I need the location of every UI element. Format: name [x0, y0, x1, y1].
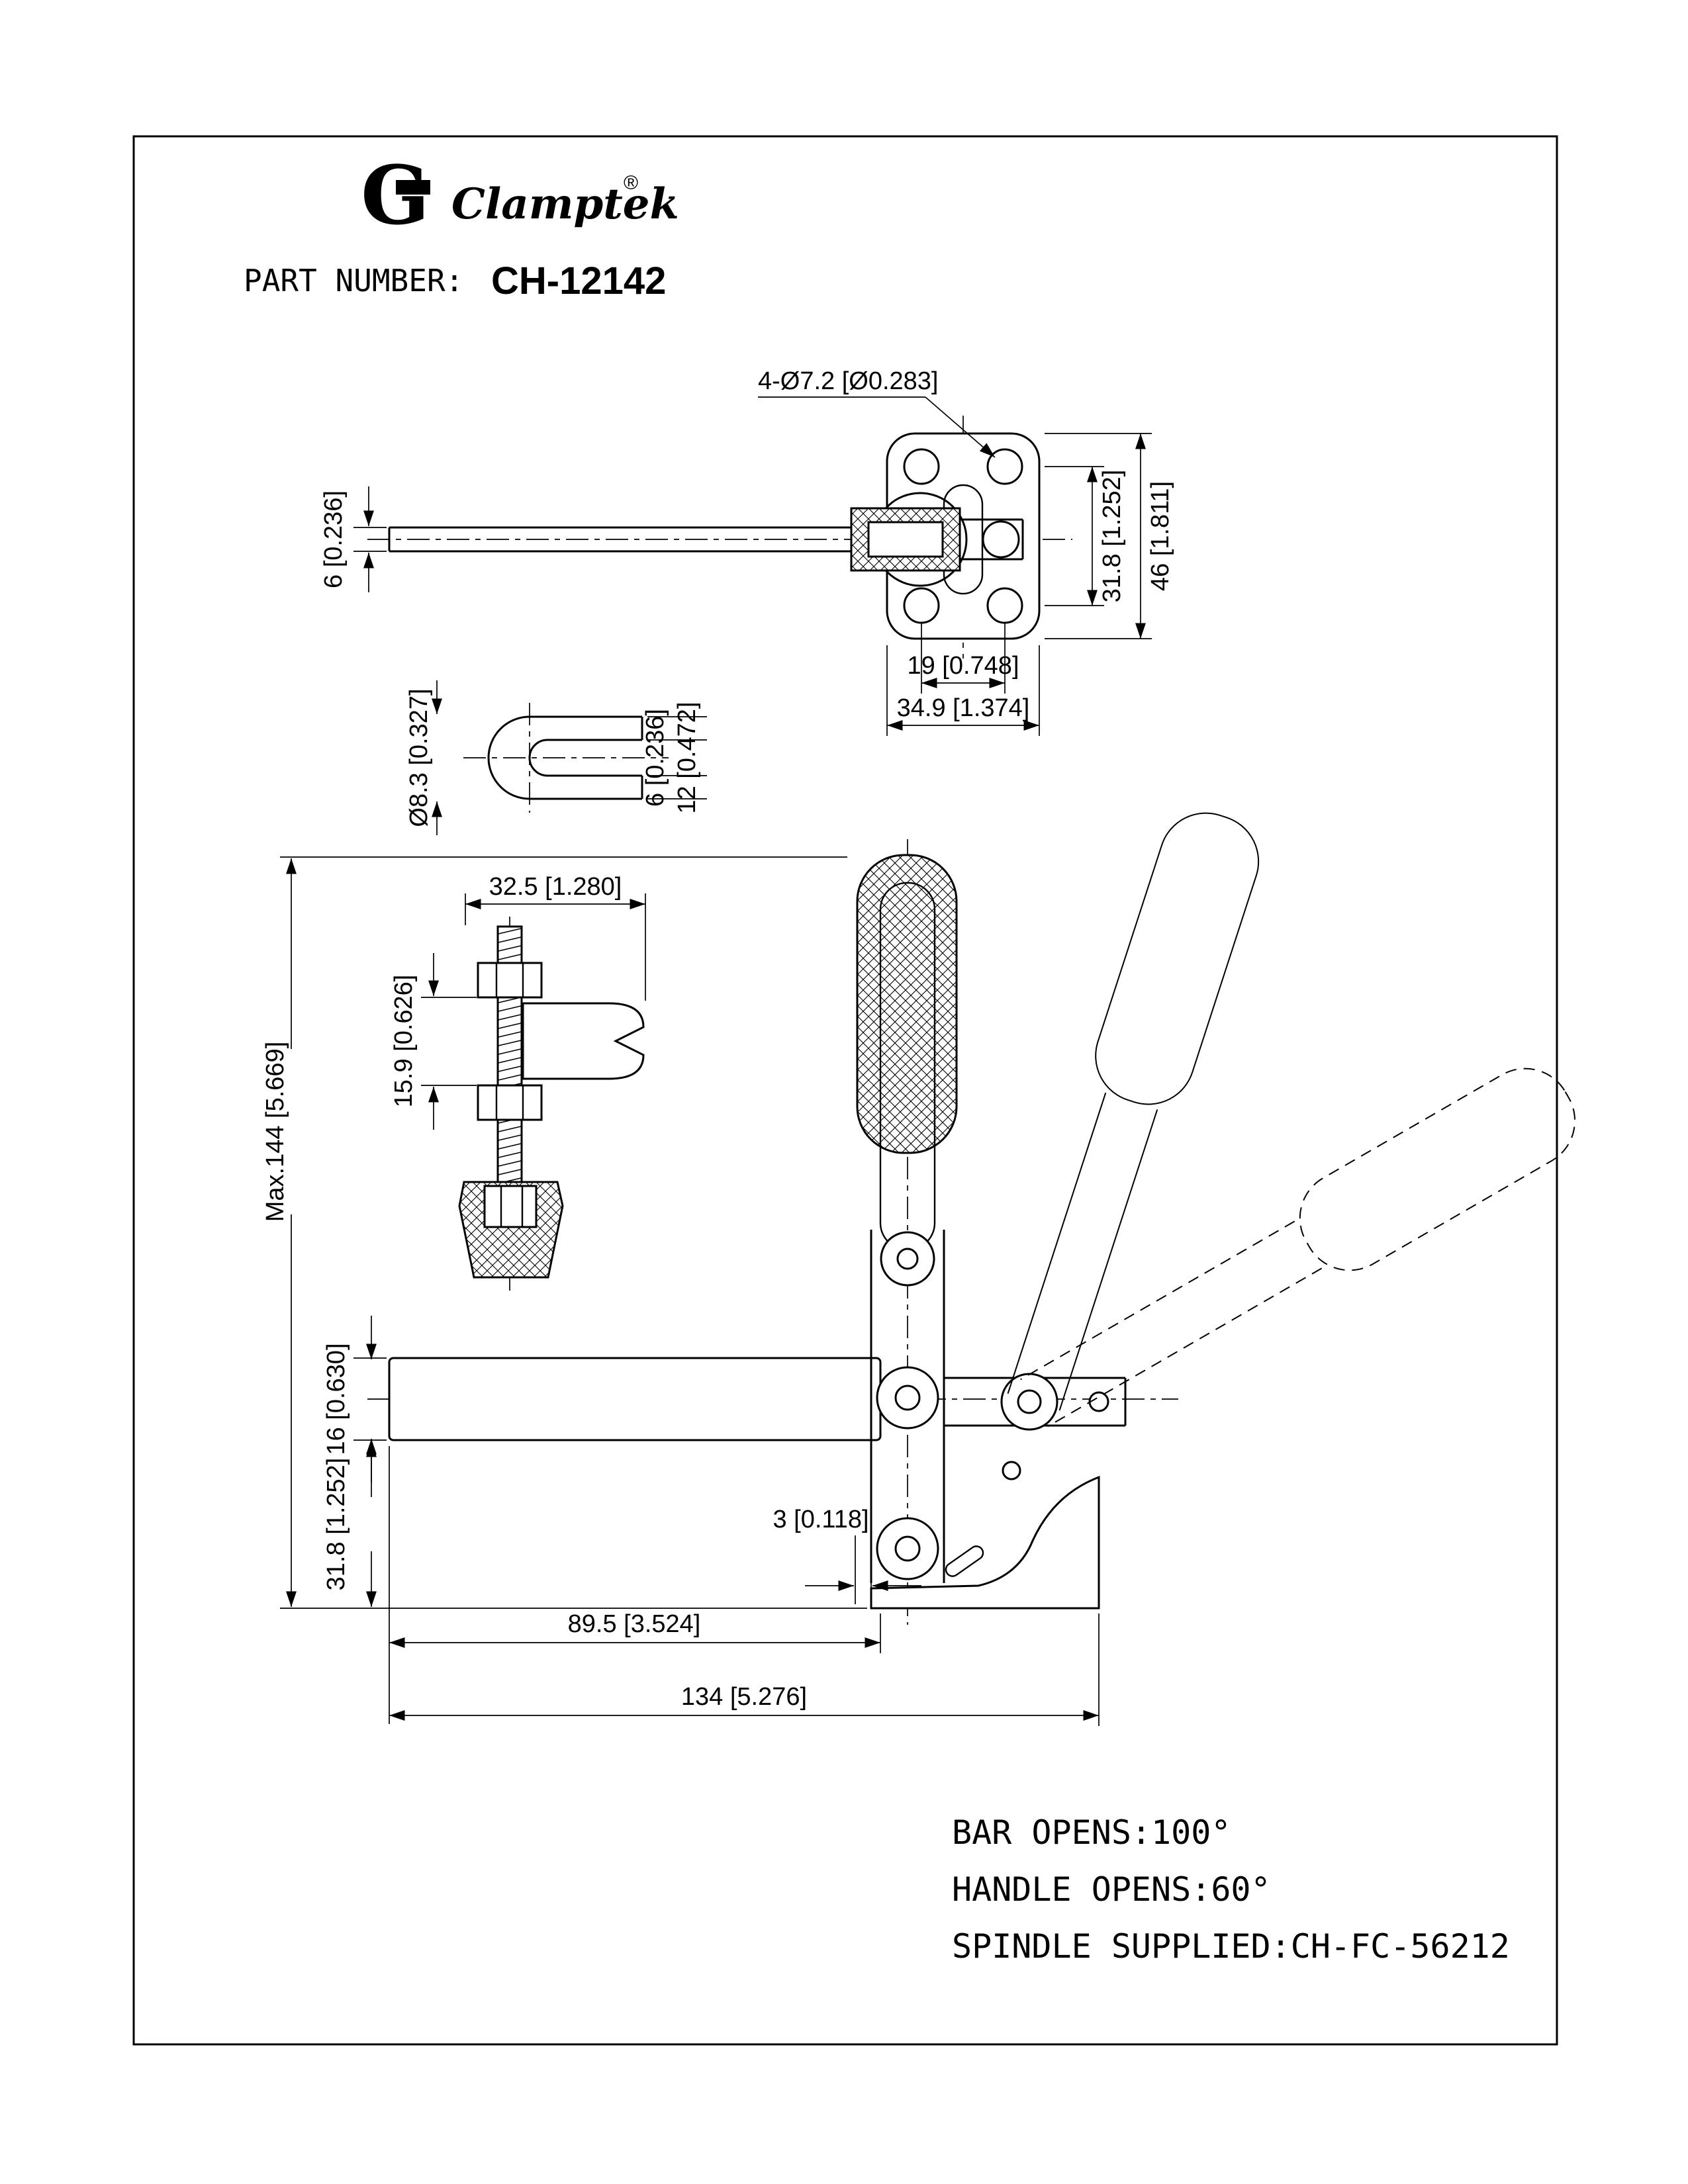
dim-overall-length: 134 [5.276] [681, 1683, 807, 1711]
dim-bar-reach: 89.5 [3.524] [568, 1610, 701, 1638]
mounting-hole [986, 448, 1023, 485]
dim-max-height: Max.144 [5.669] [261, 1042, 289, 1222]
handle-pivot-pin [896, 1248, 919, 1270]
logo-g-bar [396, 180, 430, 195]
handle-pivot [880, 1231, 935, 1287]
handle-grip [856, 854, 958, 1154]
u-bolt-inner [528, 739, 642, 777]
dim-hole-pitch-horizontal: 19 [0.748] [907, 652, 1019, 680]
note-bar-opens: BAR OPENS:100° [952, 1813, 1231, 1852]
dim-bar-thickness: 6 [0.236] [320, 490, 348, 588]
spindle-detail: 32.5 [1.280] 15.9 [0.626] [390, 873, 646, 1291]
clamping-bar [388, 1357, 882, 1441]
logo-g-mark: G [361, 148, 430, 243]
notes-block: BAR OPENS:100° HANDLE OPENS:60° SPINDLE … [952, 1813, 1510, 1966]
registered-mark: ® [624, 172, 638, 194]
base-pivot [876, 1517, 939, 1580]
u-bolt-outline [487, 715, 642, 800]
mounting-bracket-section [522, 1002, 645, 1080]
dim-spindle-adjustment: 15.9 [0.626] [390, 975, 418, 1108]
hex-nut [477, 962, 543, 999]
dim-mounting-holes: 4-Ø7.2 [Ø0.283] [758, 367, 939, 395]
dim-bar-to-base: 31.8 [1.252] [322, 1458, 350, 1591]
u-bolt-detail: Ø8.3 [0.327] 6 [0.236] 12 [0.472] [405, 680, 707, 835]
handle-core [867, 521, 944, 558]
bar-pivot [876, 1366, 939, 1430]
part-number-label: PART NUMBER: [244, 263, 463, 298]
front-view: Max.144 [5.669] 16 [0.630] 31.8 [1.252] … [261, 812, 1576, 1726]
dim-base-height: 46 [1.811] [1147, 481, 1174, 591]
link-pivot [1000, 1373, 1058, 1431]
note-handle-opens: HANDLE OPENS:60° [952, 1870, 1271, 1909]
link-pivot-pin [1017, 1389, 1042, 1414]
dim-base-plate: 3 [0.118] [773, 1506, 868, 1533]
dim-ubolt-diameter: Ø8.3 [0.327] [405, 688, 433, 827]
mounting-base [870, 1475, 1100, 1610]
bar-pivot-pin [894, 1385, 921, 1411]
drawing-border [132, 135, 1558, 2046]
handle-open-position-2 [1020, 1068, 1576, 1428]
note-spindle-supplied: SPINDLE SUPPLIED:CH-FC-56212 [952, 1927, 1510, 1966]
clevis-pin [1088, 1391, 1109, 1412]
base-slot [945, 1545, 984, 1577]
dim-ubolt-width: 12 [0.472] [673, 702, 701, 813]
dim-hole-pitch-vertical: 31.8 [1.252] [1098, 470, 1126, 603]
foot-hex [483, 1185, 538, 1228]
brand-logo: G Clamptek ® [361, 148, 679, 243]
rivet-hole [1002, 1461, 1021, 1480]
dim-ubolt-thickness: 6 [0.236] [641, 709, 669, 807]
mounting-hole [903, 448, 940, 485]
dim-base-width: 34.9 [1.374] [897, 694, 1030, 722]
hex-nut [477, 1084, 543, 1121]
part-number-value: CH-12142 [491, 259, 666, 302]
base-pivot-pin [894, 1535, 921, 1562]
leader-line [925, 396, 996, 458]
mounting-hole [986, 587, 1023, 624]
dim-spindle-length: 32.5 [1.280] [489, 873, 622, 901]
brand-name: Clamptek [451, 179, 679, 229]
dim-bar-section: 16 [0.630] [322, 1343, 350, 1455]
clevis-pin-hole [982, 520, 1020, 559]
top-view: 4-Ø7.2 [Ø0.283] 6 [0.236] 31.8 [1.252] 4… [320, 367, 1174, 736]
mounting-hole [903, 587, 940, 624]
handle-open-position-1 [1007, 812, 1260, 1411]
